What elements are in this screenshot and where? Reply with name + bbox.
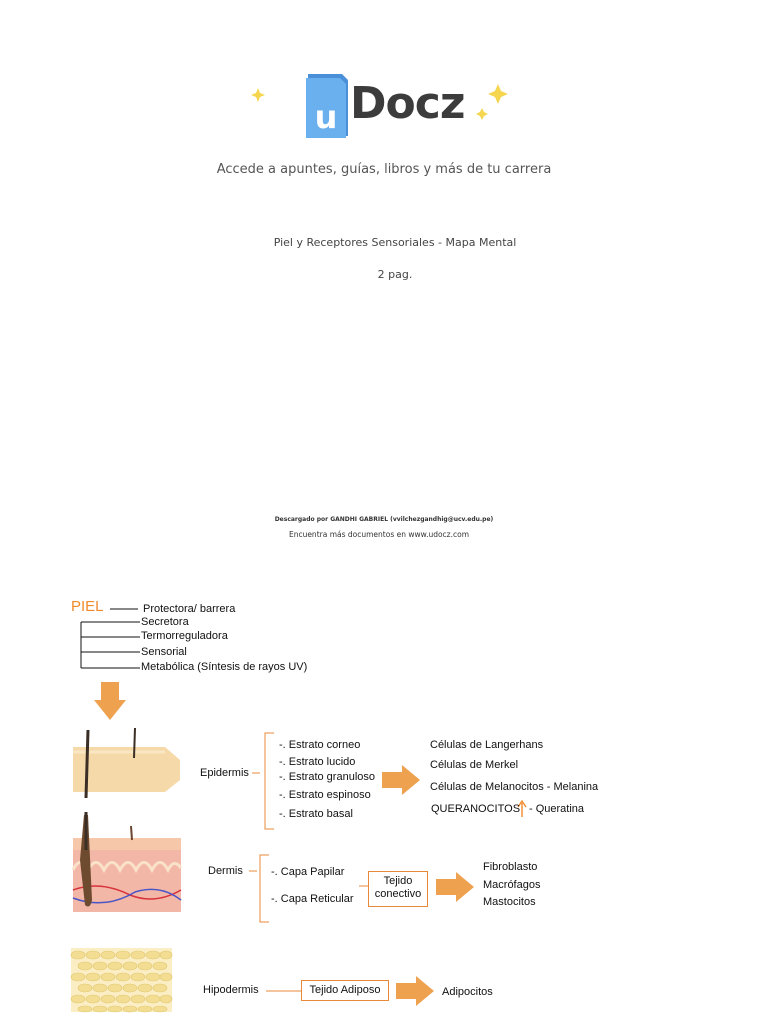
dermis-cell: Fibroblasto [483,861,537,873]
dermis-cell: Macrófagos [483,879,540,891]
hipodermis-illustration [71,948,172,1012]
adipose-tissue-box: Tejido Adiposo [301,980,389,1001]
dermis-cell: Mastocitos [483,896,536,908]
epidermis-cell: Células de Melanocitos - Melanina [430,781,598,793]
keratin-label: - Queratina [529,803,584,815]
right-arrow-icon [436,872,474,902]
stratum-item: -. Estrato lucido [279,756,355,768]
stratum-item: -. Estrato corneo [279,739,360,751]
function-item: Secretora [141,616,189,628]
stratum-item: -. Estrato espinoso [279,789,371,801]
down-arrow-icon [94,682,126,720]
function-item: Sensorial [141,646,187,658]
function-item: Metabólica (Síntesis de rayos UV) [141,661,307,673]
dermis-label: Dermis [208,865,243,877]
hipodermis-label: Hipodermis [203,984,259,996]
epidermis-cell: Células de Merkel [430,759,518,771]
connective-tissue-box: Tejido conectivo [368,871,428,907]
dermis-illustration [73,812,181,912]
function-item: Protectora/ barrera [143,603,235,615]
right-arrow-icon [382,765,420,795]
epidermis-label: Epidermis [200,767,249,779]
mindmap-root: PIEL [71,598,104,615]
hipodermis-cell: Adipocitos [442,986,493,998]
right-arrow-icon [396,976,434,1006]
stratum-item: -. Estrato basal [279,808,353,820]
function-item: Termorreguladora [141,630,228,642]
dermis-layer: -. Capa Papilar [271,866,344,878]
epidermis-cell: Células de Langerhans [430,739,543,751]
epidermis-illustration [73,728,180,798]
keratinocytes-label: QUERANOCITOS [431,803,520,815]
dermis-layer: -. Capa Reticular [271,893,354,905]
stratum-item: -. Estrato granuloso [279,771,375,783]
